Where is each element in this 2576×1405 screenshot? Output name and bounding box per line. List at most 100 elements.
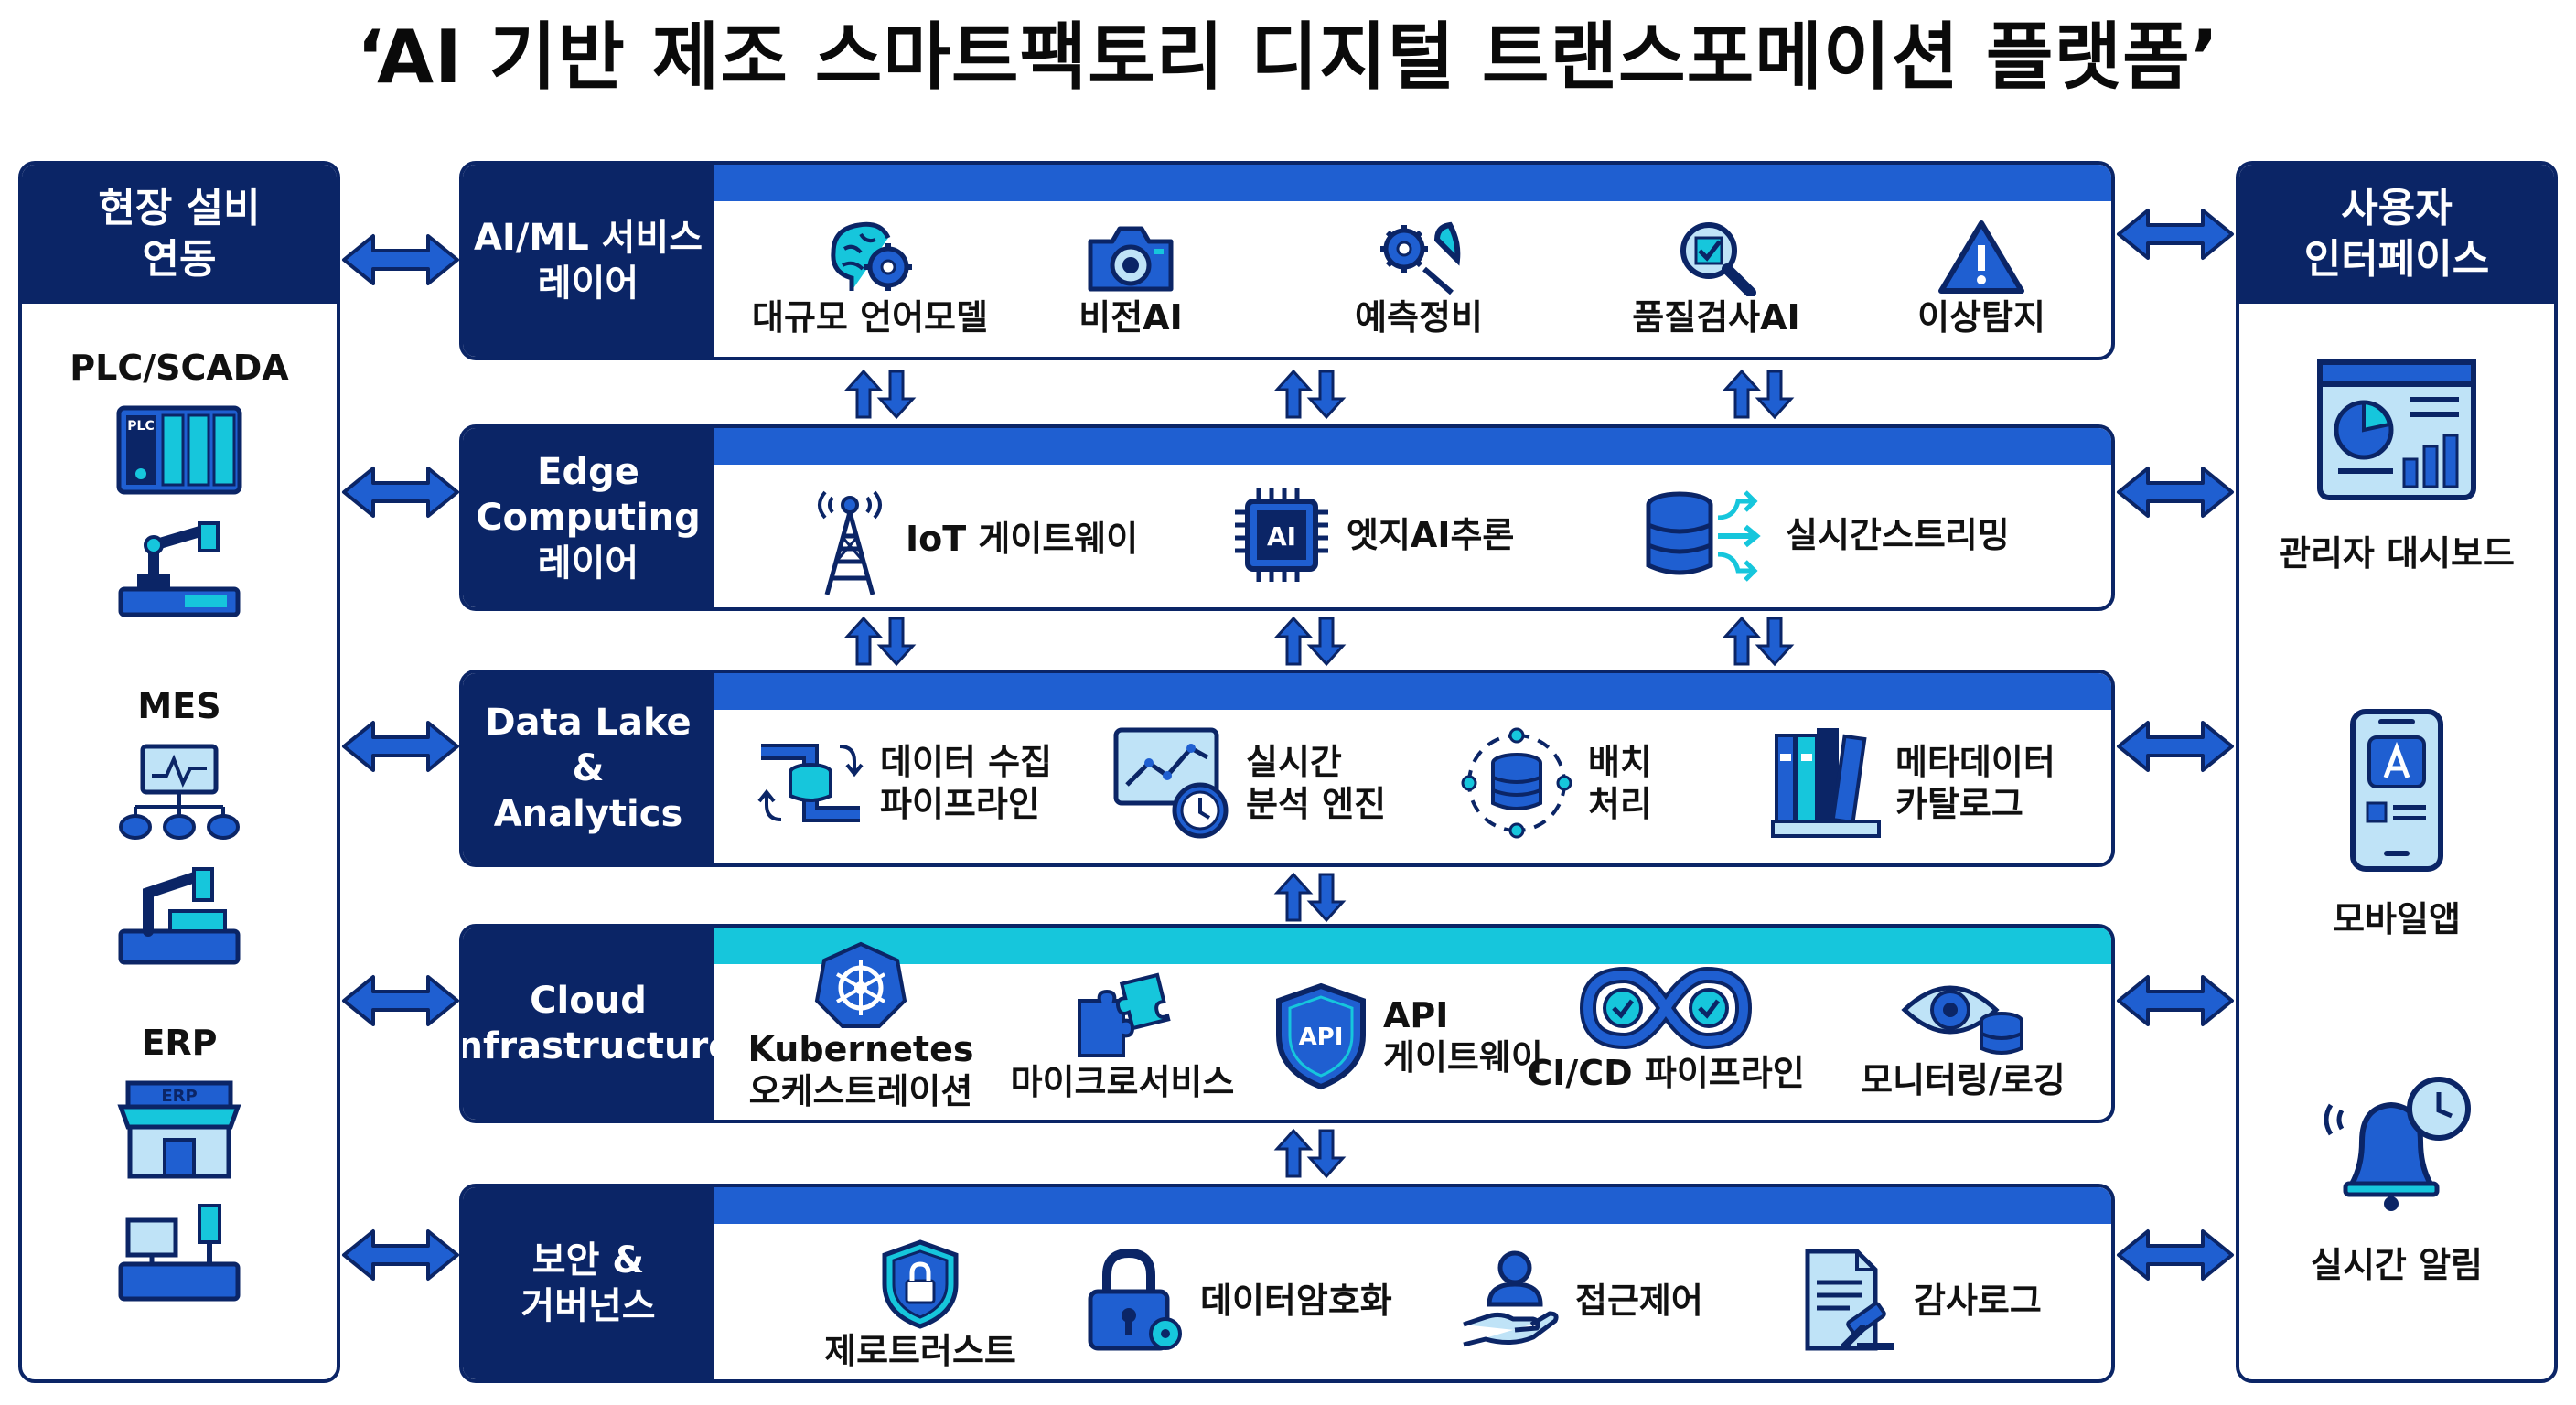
padlock-key-icon (1088, 1248, 1182, 1351)
realtime-analytics-label: 실시간 분석 엔진 (1246, 741, 1386, 825)
access-control-item: 접근제어 (1460, 1248, 1703, 1354)
admin-dashboard-label: 관리자 대시보드 (2279, 533, 2515, 574)
cicd-pipeline-label: CI/CD 파이프라인 (1527, 1053, 1805, 1093)
vertical-arrow-edge-data-1 (843, 616, 917, 667)
batch-processing-label: 배치 처리 (1588, 741, 1652, 825)
api-gateway-item: API API 게이트웨이 (1273, 982, 1543, 1090)
vertical-arrow-data-cloud (1273, 872, 1347, 923)
layer-security-label-line1: 보안 & (531, 1239, 645, 1282)
left-panel-header-line1: 현장 설비 (98, 185, 261, 231)
access-control-label: 접근제어 (1575, 1281, 1703, 1321)
iot-gateway-item: IoT 게이트웨이 (809, 479, 1138, 598)
edge-ai-inference-label: 엣지AI추론 (1347, 515, 1515, 555)
kubernetes-helm-icon (814, 941, 907, 1028)
zero-trust-item: 제로트러스트 (801, 1239, 1039, 1372)
layer-data-lake-label: Data Lake & Analytics (463, 673, 714, 863)
erp-workstation-icon (118, 1204, 241, 1302)
vertical-arrow-ai-edge-1 (843, 369, 917, 420)
cell-tower-icon (818, 490, 882, 595)
metadata-catalog-label: 메타데이터 카탈로그 (1895, 741, 2055, 825)
layer-data-lake-label-line1: Data Lake & (485, 702, 692, 789)
layer-ai-ml-label-line1: AI/ML 서비스 (473, 217, 703, 259)
api-shield-icon: API (1276, 982, 1366, 1090)
page-title: ‘AI 기반 제조 스마트팩토리 디지털 트랜스포메이션 플랫폼’ (356, 15, 2220, 100)
vertical-arrow-cloud-security (1273, 1128, 1347, 1179)
llm-label: 대규모 언어모델 (752, 297, 988, 338)
layer-security-label: 보안 & 거버넌스 (463, 1187, 714, 1379)
realtime-alert-label: 실시간 알림 (2310, 1245, 2484, 1285)
hand-user-icon (1463, 1250, 1559, 1347)
layer-data-lake-bar (714, 673, 2111, 710)
left-connector-arrow-3 (342, 721, 459, 772)
vertical-arrow-ai-edge-2 (1273, 369, 1347, 420)
api-gateway-label: API 게이트웨이 (1383, 994, 1543, 1078)
layer-edge-label-line2: Computing (476, 497, 701, 539)
warning-triangle-icon (1938, 220, 2024, 294)
anomaly-detection-label: 이상탐지 (1917, 297, 2045, 338)
layer-cloud-bar (714, 928, 2111, 964)
right-connector-arrow-2 (2117, 467, 2234, 518)
right-connector-arrow-4 (2117, 975, 2234, 1026)
metadata-catalog-label-line1: 메타데이터 (1895, 742, 2055, 782)
data-pipeline-label: 데이터 수집 파이프라인 (880, 741, 1052, 825)
layer-cloud-label-line1: Cloud (530, 980, 647, 1022)
right-panel-user-interface: 사용자 인터페이스 관리자 대시보드 (2236, 161, 2558, 1383)
api-gateway-label-line1: API (1383, 995, 1449, 1035)
mes-monitor-network-icon (119, 744, 240, 840)
admin-dashboard-item: 관리자 대시보드 (2239, 359, 2554, 575)
document-gavel-icon (1805, 1249, 1894, 1351)
plc-scada-label: PLC/SCADA (70, 348, 289, 388)
wrench-gear-icon (1380, 221, 1461, 295)
data-encryption-label: 데이터암호화 (1200, 1281, 1392, 1321)
left-connector-arrow-1 (342, 234, 459, 285)
vertical-arrow-edge-data-2 (1273, 616, 1347, 667)
realtime-streaming-item: 실시간스트리밍 (1643, 485, 2010, 585)
layer-security-label-line2: 거버넌스 (521, 1285, 656, 1327)
left-connector-arrow-4 (342, 975, 459, 1026)
layer-cloud-label: Cloud Infrastructure (463, 928, 733, 1120)
edge-ai-inference-item: AI 엣지AI추론 (1231, 485, 1514, 585)
monitoring-logging-item: 모니터링/로깅 (1844, 971, 2082, 1101)
vertical-arrow-ai-edge-3 (1722, 369, 1795, 420)
microservices-label: 마이크로서비스 (1010, 1062, 1235, 1102)
vision-ai-label: 비전AI (1079, 297, 1183, 338)
puzzle-pieces-icon (1078, 972, 1171, 1057)
data-encryption-item: 데이터암호화 (1085, 1248, 1392, 1354)
quality-inspection-ai-item: 품질검사AI (1597, 218, 1835, 338)
batch-processing-label-line1: 배치 (1588, 742, 1652, 782)
predictive-maintenance-item: 예측정비 (1304, 218, 1533, 338)
database-cycle-icon (1461, 727, 1572, 839)
microservices-item: 마이크로서비스 (1008, 970, 1237, 1103)
camera-icon (1088, 226, 1174, 292)
layer-cloud-infrastructure: Cloud Infrastructure Kubernetes 오케스트레이션 … (459, 924, 2115, 1123)
api-shield-text: API (1299, 1024, 1344, 1051)
mobile-app-label: 모바일앱 (2333, 899, 2461, 939)
left-panel-header: 현장 설비 연동 (22, 165, 337, 304)
monitoring-logging-label: 모니터링/로깅 (1861, 1060, 2066, 1100)
layer-edge-computing-label: Edge Computing 레이어 (463, 428, 714, 607)
dashboard-icon (2317, 359, 2476, 500)
mes-group: MES (22, 686, 337, 966)
pipe-database-icon (757, 744, 864, 822)
realtime-analytics-label-line1: 실시간 (1246, 742, 1342, 782)
alarm-bell-clock-icon (2324, 1077, 2471, 1211)
right-connector-arrow-3 (2117, 721, 2234, 772)
mes-label: MES (137, 686, 221, 726)
layer-edge-bar (714, 428, 2111, 465)
database-stream-icon (1646, 490, 1761, 582)
realtime-analytics-item: 실시간 분석 엔진 (1112, 726, 1386, 840)
ai-chip-icon: AI (1235, 488, 1328, 582)
erp-store-icon: ERP (117, 1080, 242, 1179)
anomaly-detection-item: 이상탐지 (1890, 218, 2073, 338)
llm-item: 대규모 언어모델 (737, 218, 1003, 338)
erp-group: ERP ERP (22, 1023, 337, 1303)
data-pipeline-label-line1: 데이터 수집 (880, 742, 1053, 782)
batch-processing-item: 배치 처리 (1460, 726, 1652, 840)
infinity-check-icon (1579, 966, 1753, 1050)
chart-clock-icon (1113, 727, 1229, 839)
magnifier-check-icon (1680, 222, 1756, 296)
erp-store-text: ERP (161, 1087, 197, 1106)
vision-ai-item: 비전AI (1039, 218, 1222, 338)
layer-ai-ml: AI/ML 서비스 레이어 대규모 언어모델 비전AI 예측정비 (459, 161, 2115, 360)
kubernetes-label: Kubernetes 오케스트레이션 (748, 1028, 974, 1112)
